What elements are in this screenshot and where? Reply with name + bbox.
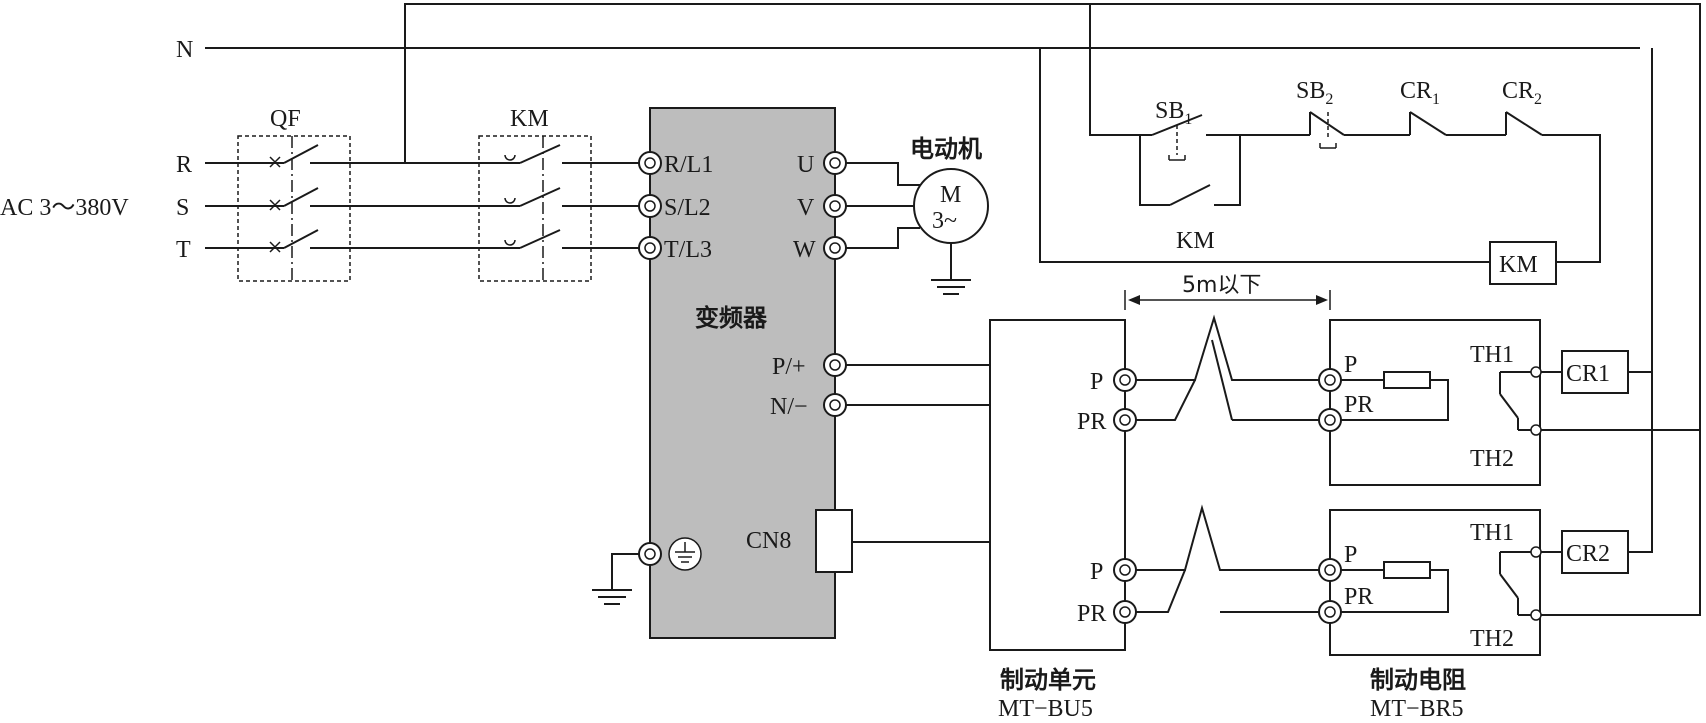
motor-symbol-bottom: 3~: [932, 208, 957, 234]
braking-resistor-lower: [1318, 372, 1653, 656]
terminal-tl3: T/L3: [664, 237, 712, 263]
br-th1-upper: TH1: [1470, 342, 1514, 368]
braking-unit-model: MT−BU5: [998, 696, 1093, 722]
distance-dimension: [1124, 290, 1331, 310]
qf-breaker: [237, 135, 351, 282]
braking-unit-name: 制动单元: [1000, 666, 1096, 694]
distance-label: 5m以下: [1182, 273, 1261, 298]
inverter-ground-terminal: [592, 537, 702, 605]
br-pr-upper: PR: [1344, 392, 1373, 418]
br-th2-upper: TH2: [1470, 446, 1514, 472]
inverter-output-terminals: [823, 151, 847, 260]
br-pr-lower: PR: [1344, 584, 1373, 610]
neutral-label: N: [176, 37, 193, 63]
braking-resistor-name: 制动电阻: [1370, 666, 1466, 694]
inverter-input-terminals: [638, 151, 662, 260]
cr2-contact-label: CR2: [1502, 78, 1542, 108]
terminal-p-plus: P/+: [772, 354, 806, 380]
cr1-contact-label: CR1: [1400, 78, 1440, 108]
br-th1-lower: TH1: [1470, 520, 1514, 546]
cn8-connector: [815, 509, 853, 573]
terminal-v: V: [797, 195, 815, 221]
sb2-label: SB2: [1296, 78, 1333, 108]
braking-resistor-upper: [1318, 48, 1700, 486]
cn8-label: CN8: [746, 528, 791, 554]
km-main-contactor: [458, 135, 592, 282]
bu-pr-upper: PR: [1077, 409, 1106, 435]
terminal-n-minus: N/−: [770, 394, 808, 420]
bu-pr-lower: PR: [1077, 601, 1106, 627]
motor-title: 电动机: [910, 135, 982, 163]
bu-p-lower: P: [1090, 559, 1103, 585]
phase-s-label: S: [176, 195, 189, 221]
terminal-sl2: S/L2: [664, 195, 711, 221]
terminal-u: U: [797, 152, 814, 178]
motor-symbol-top: M: [940, 182, 961, 208]
br-p-lower: P: [1344, 542, 1357, 568]
twisted-pair-wires: [1136, 314, 1320, 613]
supply-label: AC 3～380V: [0, 195, 129, 221]
qf-label: QF: [270, 106, 301, 132]
phase-r-label: R: [176, 152, 192, 178]
control-circuit: [1039, 4, 1601, 285]
km-coil-label: KM: [1499, 252, 1538, 278]
sb1-label: SB1: [1155, 98, 1192, 128]
phase-t-label: T: [176, 237, 191, 263]
br-th2-lower: TH2: [1470, 626, 1514, 652]
motor: [846, 162, 989, 295]
inverter-name: 变频器: [695, 304, 768, 332]
terminal-w: W: [793, 237, 816, 263]
relay-cr1-label: CR1: [1566, 361, 1610, 387]
bu-p-upper: P: [1090, 369, 1103, 395]
br-p-upper: P: [1344, 352, 1357, 378]
relay-cr2-label: CR2: [1566, 541, 1610, 567]
km-aux-label: KM: [1176, 228, 1215, 254]
braking-resistor-model: MT−BR5: [1370, 696, 1464, 722]
km-main-label: KM: [510, 106, 549, 132]
terminal-rl1: R/L1: [664, 152, 713, 178]
